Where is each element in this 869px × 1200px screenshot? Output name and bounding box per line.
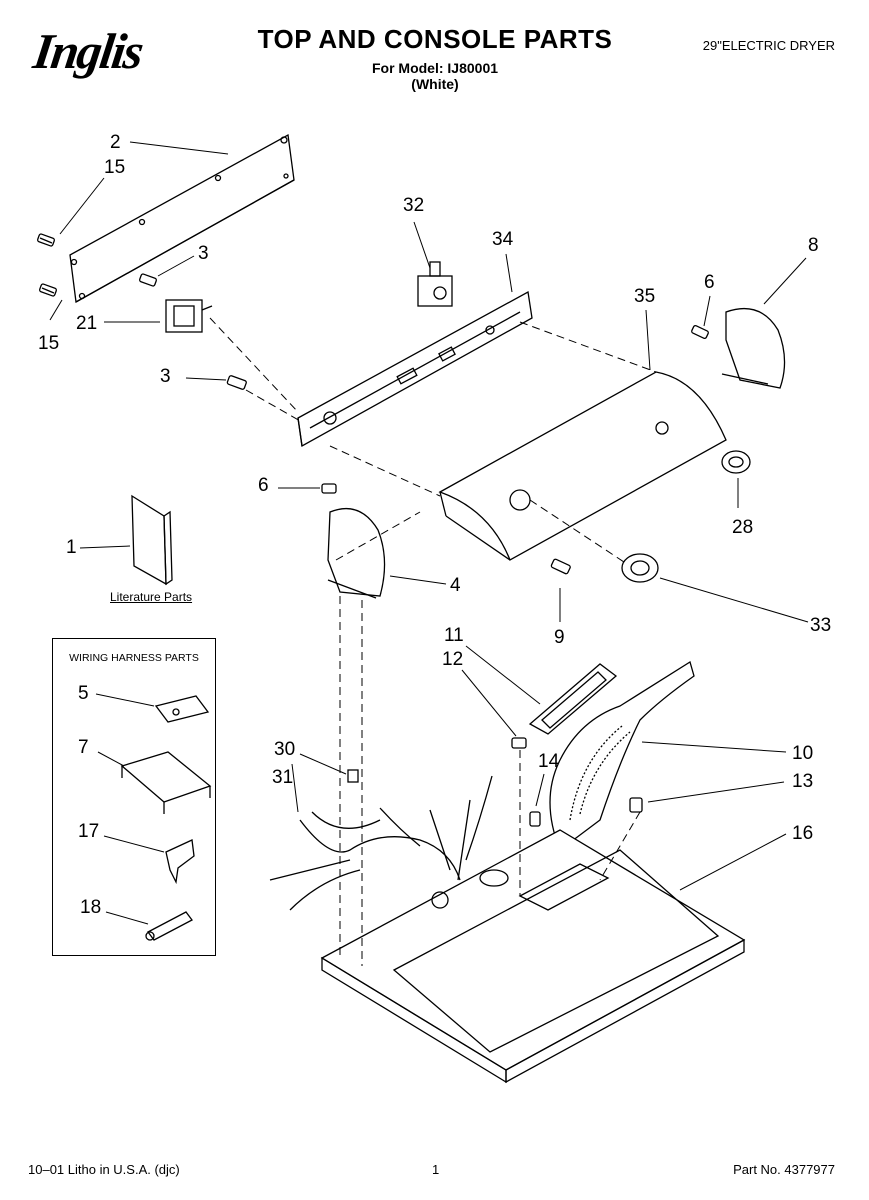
model-color: (White) [411,76,459,92]
end-cap-part-4 [327,507,386,599]
callout-2: 2 [110,132,121,153]
switch-part-21 [165,299,213,333]
callout-12: 12 [442,649,464,670]
callout-13: 13 [792,771,814,792]
connector-part-7 [120,751,212,814]
callout-9: 9 [554,627,565,648]
callout-15-upper: 15 [104,157,126,178]
wiring-harness-title: WIRING HARNESS PARTS [69,652,199,664]
literature-parts-label: Literature Parts [110,590,193,604]
literature-part-1 [131,494,173,586]
screw-9 [550,558,571,575]
callout-34: 34 [492,229,514,250]
callout-3-lower: 3 [160,366,171,387]
leader-lines [49,141,809,925]
callout-16: 16 [792,823,814,844]
thermostat-part-32 [417,261,453,307]
callout-15-lower: 15 [38,333,60,354]
clip-part-17 [165,839,195,885]
screw-14 [529,811,541,827]
callout-21: 21 [76,313,98,334]
end-cap-part-8 [721,308,786,389]
callout-28: 28 [732,517,754,538]
callout-8: 8 [808,235,819,256]
terminal-part-18 [145,911,193,941]
callout-17: 17 [78,821,100,842]
harness-part-31 [269,775,493,911]
knob-part-33 [621,553,659,583]
screw-15-lower [39,283,57,297]
callout-31: 31 [272,767,294,788]
assembly-lines [209,317,657,966]
callout-1: 1 [66,537,77,558]
page-title: TOP AND CONSOLE PARTS [257,24,613,54]
footer-litho: 10–01 Litho in U.S.A. (djc) [28,1162,180,1177]
callout-35: 35 [634,286,656,307]
model-number: For Model: IJ80001 [371,60,499,76]
connector-part-5 [154,695,210,723]
callout-10: 10 [792,743,814,764]
model-info: For Model: IJ80001 (White) [300,60,570,92]
callout-6-left: 6 [258,475,269,496]
footer-part-number: Part No. 4377977 [733,1162,835,1177]
rear-panel-part [69,133,295,304]
product-type: 29"ELECTRIC DRYER [702,38,835,53]
callout-14: 14 [538,751,560,772]
callout-4: 4 [450,575,461,596]
callout-33: 33 [810,615,832,636]
callout-5: 5 [78,683,89,704]
wiring-harness-box [52,638,216,956]
callout-32: 32 [403,195,425,216]
callout-18: 18 [80,897,102,918]
filter-part-11 [528,663,618,735]
callout-3-upper: 3 [198,243,209,264]
screw-6-left [321,483,337,494]
top-panel-part-16 [320,829,746,1084]
console-bracket-part-34 [297,290,533,448]
screw-15-upper [37,233,55,247]
callout-7: 7 [78,737,89,758]
screw-3-upper [139,273,157,287]
lint-housing-part-10 [549,660,695,852]
screw-12 [511,737,527,749]
footer-page-number: 1 [432,1162,440,1177]
callout-6-right: 6 [704,272,715,293]
callout-11: 11 [444,625,464,646]
screw-6-right [691,325,709,339]
clip-part-30 [347,769,359,783]
screw-13 [629,797,643,813]
knob-part-28 [721,450,751,474]
callout-30: 30 [274,739,296,760]
screw-3-lower [226,375,247,390]
console-part-35 [438,371,727,561]
